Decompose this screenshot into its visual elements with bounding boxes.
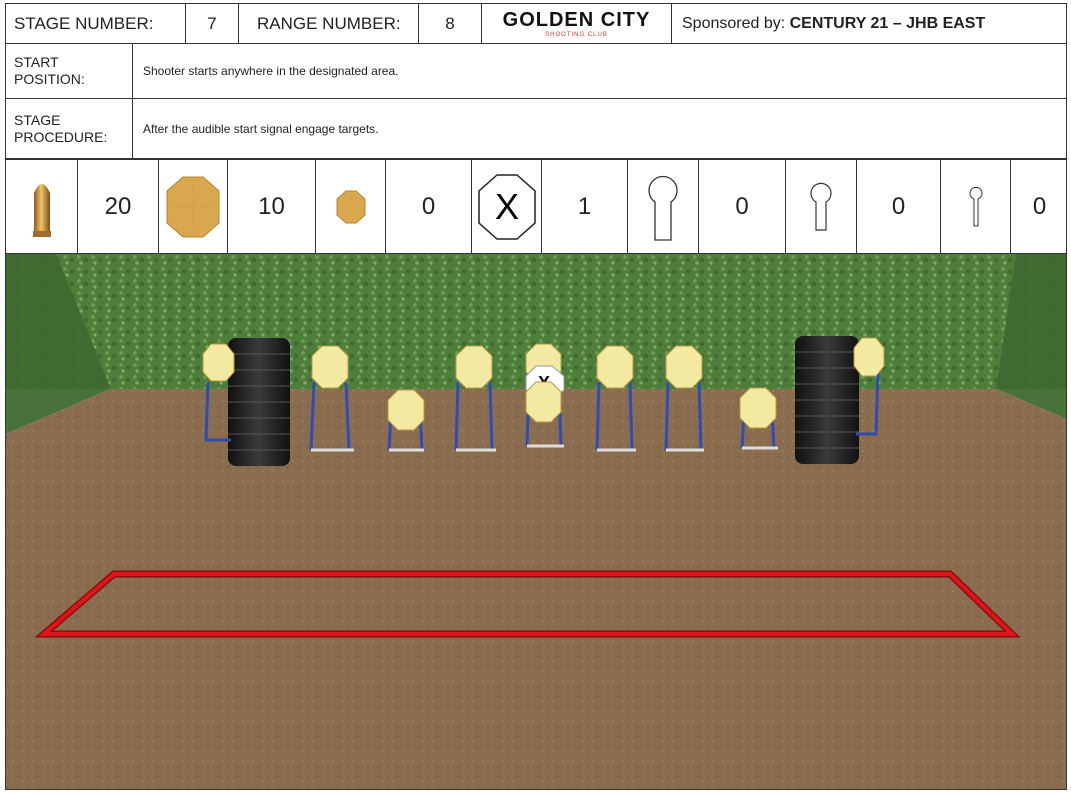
stage-procedure-label-line2: PROCEDURE:	[14, 129, 107, 146]
stage-header-row: STAGE NUMBER: 7 RANGE NUMBER: 8 GOLDEN C…	[5, 3, 1067, 44]
club-logo: GOLDEN CITY SHOOTING CLUB	[482, 4, 672, 43]
range-floor	[6, 389, 1066, 790]
small-steel-count-cell: 0	[386, 160, 472, 253]
stage-number-label: STAGE NUMBER:	[6, 14, 153, 34]
stage-number-value: 7	[186, 14, 238, 34]
bullet-icon-cell	[6, 160, 78, 253]
sponsor-text: Sponsored by: CENTURY 21 – JHB EAST	[672, 15, 985, 33]
no-shoot-icon: X	[477, 173, 537, 241]
medium-popper-count: 0	[892, 193, 905, 221]
stage-procedure-text: After the audible start signal engage ta…	[133, 99, 1068, 158]
start-position-label-line1: START	[14, 54, 85, 71]
range-number-value: 8	[419, 14, 481, 34]
stage-layout-scene: X	[5, 254, 1067, 790]
range-number-value-cell: 8	[419, 4, 482, 43]
small-popper-count: 0	[1033, 193, 1046, 221]
sponsor-cell: Sponsored by: CENTURY 21 – JHB EAST	[672, 4, 1068, 43]
range-number-label-cell: RANGE NUMBER:	[239, 4, 419, 43]
small-popper-cell	[941, 160, 1011, 253]
bullet-count-cell: 20	[78, 160, 159, 253]
no-shoot-count-cell: 1	[542, 160, 628, 253]
stage-procedure-label-line1: STAGE	[14, 112, 107, 129]
bullet-count: 20	[105, 193, 132, 221]
small-steel-plate-icon	[336, 190, 366, 224]
medium-popper-count-cell: 0	[857, 160, 941, 253]
stage-layout-drawing: X	[6, 254, 1066, 790]
large-steel-plate-cell	[159, 160, 228, 253]
sponsor-name: CENTURY 21 – JHB EAST	[790, 15, 986, 32]
svg-text:X: X	[494, 186, 518, 227]
tire-stack-right	[795, 336, 859, 464]
large-popper-count: 0	[735, 193, 748, 221]
large-steel-count: 10	[258, 193, 285, 221]
start-position-description: Shooter starts anywhere in the designate…	[143, 64, 399, 78]
medium-popper-cell	[786, 160, 857, 253]
large-popper-icon	[645, 172, 681, 242]
small-steel-plate-cell	[316, 160, 386, 253]
large-steel-plate-icon	[165, 175, 221, 239]
tire-stack-left	[228, 338, 290, 466]
start-position-label-line2: POSITION:	[14, 71, 85, 88]
small-popper-icon	[967, 186, 985, 228]
stage-procedure-description: After the audible start signal engage ta…	[143, 122, 378, 136]
sponsor-prefix: Sponsored by:	[682, 15, 790, 32]
club-logo-title: GOLDEN CITY	[503, 9, 651, 32]
small-steel-count: 0	[422, 193, 435, 221]
target-count-row: 20 10 0 X 1 0 0 0	[5, 159, 1067, 254]
large-steel-count-cell: 10	[228, 160, 316, 253]
bullet-icon	[30, 175, 54, 239]
range-number-label: RANGE NUMBER:	[239, 14, 401, 34]
large-popper-cell	[628, 160, 699, 253]
start-position-text: Shooter starts anywhere in the designate…	[133, 44, 1068, 98]
small-popper-count-cell: 0	[1011, 160, 1068, 253]
club-logo-subtitle: SHOOTING CLUB	[545, 32, 608, 38]
large-popper-count-cell: 0	[699, 160, 786, 253]
no-shoot-cell: X	[472, 160, 542, 253]
medium-popper-icon	[808, 182, 834, 232]
no-shoot-count: 1	[578, 193, 591, 221]
stage-number-value-cell: 7	[186, 4, 239, 43]
stage-number-label-cell: STAGE NUMBER:	[6, 4, 186, 43]
